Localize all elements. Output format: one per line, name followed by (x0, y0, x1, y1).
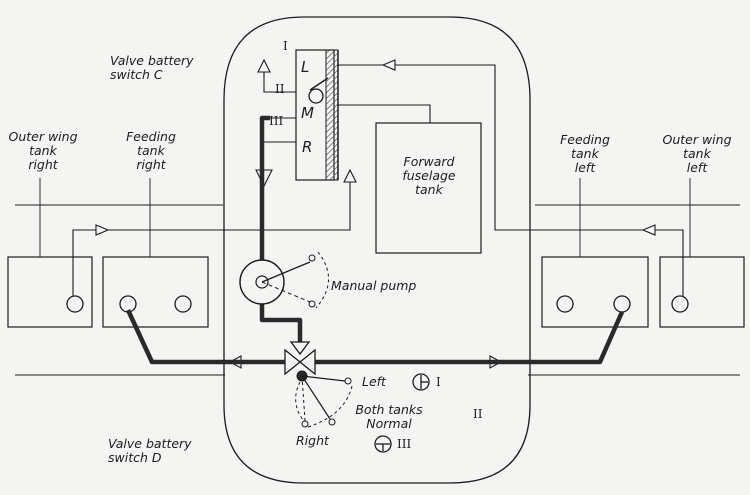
feeding-tank-right-box (102, 256, 209, 328)
position-indicators (374, 373, 430, 453)
manual-pump-symbol (239, 251, 329, 309)
outer-wing-tank-right-label: Outer wing tank right (8, 129, 78, 172)
vent-lines (72, 64, 684, 296)
selector-position-ii: II (473, 407, 483, 421)
selector-valve-symbol (284, 341, 353, 428)
switch-position-ii: II (275, 82, 285, 96)
fuel-pipes (125, 115, 625, 365)
outer-wing-tank-left-label: Outer wing tank left (662, 132, 732, 175)
switch-block (295, 49, 339, 181)
feeding-tank-left-label: Feeding tank left (560, 132, 610, 175)
wing-outline (15, 204, 740, 376)
both-tanks-normal-label: Both tanks Normal (355, 402, 423, 431)
outer-wing-tank-left-box (659, 256, 745, 328)
valve-battery-switch-d-label: Valve battery switch D (108, 436, 192, 465)
forward-fuselage-tank-label: Forward fuselage tank (402, 154, 456, 197)
left-position-label: Left (362, 374, 386, 389)
tank-outlets (66, 295, 689, 313)
valve-battery-switch-c-label: Valve battery switch C (110, 53, 194, 82)
right-position-label: Right (296, 433, 329, 448)
feeding-tank-left-box (541, 256, 649, 328)
manual-pump-label: Manual pump (331, 278, 417, 293)
selector-position-i: I (436, 375, 441, 389)
switch-letter-l: L (301, 58, 310, 76)
selector-position-iii: III (397, 437, 412, 451)
switch-letter-m: M (301, 104, 314, 122)
feeding-tank-right-label: Feeding tank right (126, 129, 176, 172)
forward-fuselage-tank-box (375, 122, 482, 254)
switch-position-i: I (283, 39, 288, 53)
tanks (7, 122, 745, 328)
switch-position-iii: III (269, 114, 284, 128)
fuselage-outline (223, 16, 531, 484)
leader-lines (39, 178, 691, 257)
outer-wing-tank-right-box (7, 256, 93, 328)
switch-letter-r: R (302, 138, 313, 156)
